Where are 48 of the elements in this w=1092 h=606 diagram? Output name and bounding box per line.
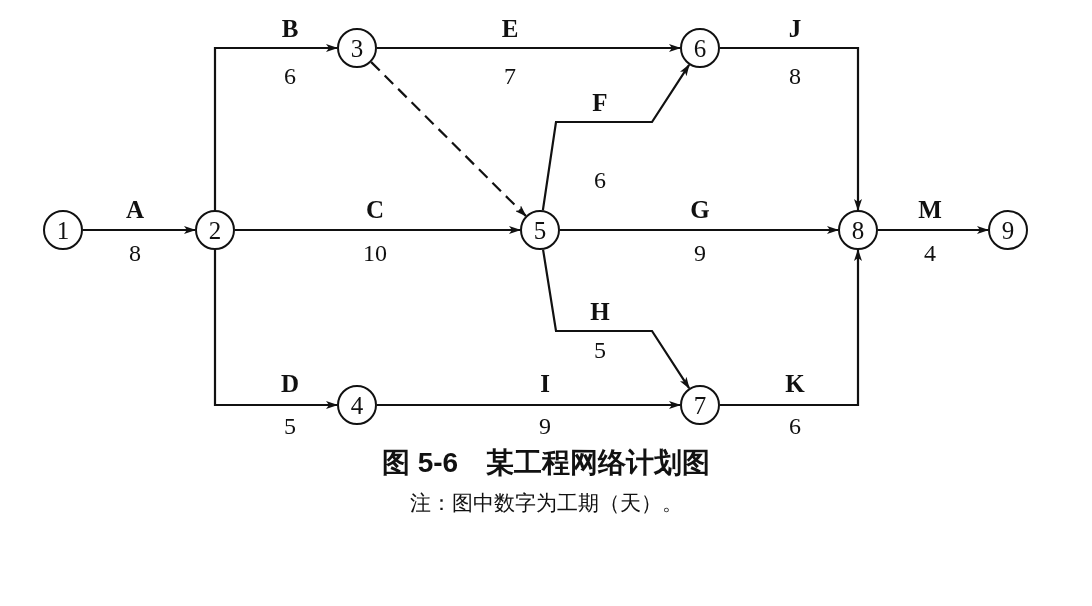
- arrow: [541, 63, 691, 211]
- duration-label: 6: [284, 62, 296, 90]
- duration-label: 8: [129, 239, 141, 267]
- duration-label: 6: [594, 166, 606, 194]
- arrow: [560, 226, 839, 234]
- edge-label: F: [592, 89, 608, 117]
- event-circle: 9: [988, 210, 1028, 250]
- event-circle: 3: [337, 28, 377, 68]
- event-circle: 1: [43, 210, 83, 250]
- duration-label: 9: [539, 412, 551, 440]
- edge-label: C: [365, 196, 385, 224]
- duration-label: 5: [594, 336, 606, 364]
- duration-label: 7: [504, 62, 516, 90]
- arrow: [213, 44, 338, 210]
- event-circle: 8: [838, 210, 878, 250]
- edge-label: B: [281, 15, 299, 43]
- edge-label: H: [590, 298, 610, 326]
- dashed-arrow: [370, 61, 527, 217]
- edge-label: K: [785, 370, 805, 398]
- figure-caption: 图 5-6 某工程网络计划图: [381, 447, 711, 479]
- edge-label: G: [690, 196, 710, 224]
- edge-label: A: [125, 196, 145, 224]
- duration-label: 10: [363, 239, 387, 267]
- arrow: [235, 226, 521, 234]
- arrow: [83, 226, 196, 234]
- arrow: [213, 250, 338, 409]
- edge-label: D: [280, 370, 300, 398]
- edge-label: M: [918, 196, 942, 224]
- duration-label: 9: [694, 239, 706, 267]
- duration-label: 6: [789, 412, 801, 440]
- duration-label: 4: [924, 239, 936, 267]
- edge-label: J: [788, 15, 802, 43]
- duration-label: 8: [789, 62, 801, 90]
- duration-label: 5: [284, 412, 296, 440]
- event-circle: 5: [520, 210, 560, 250]
- event-circle: 7: [680, 385, 720, 425]
- edge-label: I: [540, 370, 550, 398]
- event-circle: 6: [680, 28, 720, 68]
- arrow: [377, 44, 681, 52]
- arrow: [720, 249, 862, 407]
- arrow: [377, 401, 681, 409]
- event-circle: 4: [337, 385, 377, 425]
- arrow: [542, 249, 691, 390]
- event-circle: 2: [195, 210, 235, 250]
- note: 注：图中数字为工期（天）。: [409, 491, 683, 515]
- arrow: [720, 46, 862, 211]
- arrow: [878, 226, 989, 234]
- edge-label: E: [501, 15, 519, 43]
